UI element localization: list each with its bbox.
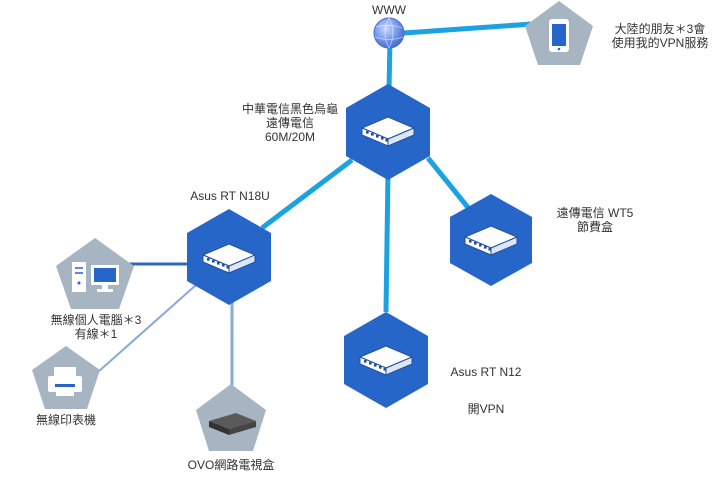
link-cht-n18u [260, 158, 354, 230]
vpn-friends-node[interactable] [525, 1, 593, 65]
wireless-pcs-label: 無線個人電腦＊3 有線＊1 [38, 313, 154, 341]
printer-label: 無線印表機 [35, 413, 96, 427]
www-node[interactable] [373, 17, 405, 49]
asus-n12-label: Asus RT N12 [450, 365, 522, 379]
fet-wt5-label: 遠傳電信 WT5 節費盒 [547, 206, 643, 234]
printer-node[interactable] [32, 346, 100, 409]
links [97, 21, 533, 385]
vpn-friends-label-line-1: 大陸的朋友＊3會 [614, 22, 706, 36]
wireless-pcs-label-line-1: 無線個人電腦＊3 [50, 313, 142, 327]
www-label: WWW [372, 3, 406, 17]
asus-n18u-node[interactable] [187, 209, 271, 305]
link-www-vpn-friends [403, 21, 533, 36]
fet-wt5-node[interactable] [450, 194, 532, 286]
ovo-box-label: OVO網路電視盒 [187, 458, 275, 472]
cht-router-label: 中華電信黑色烏龜 遠傳電信 60M/20M [240, 102, 340, 144]
cht-router-node[interactable] [346, 84, 430, 180]
smartphone-icon [549, 19, 569, 52]
link-cht-n12 [383, 171, 391, 313]
cht-router-label-line-3: 60M/20M [264, 130, 316, 144]
link-n18u-printer [97, 284, 197, 373]
cht-router-label-line-2: 遠傳電信 [265, 116, 314, 130]
desktop-computer-icon [72, 262, 119, 292]
vpn-friends-label-line-2: 使用我的VPN服務 [611, 36, 709, 50]
globe-icon [373, 17, 405, 49]
wireless-pcs-node[interactable] [56, 238, 134, 309]
set-top-box-icon [209, 413, 256, 435]
cht-router-label-line-1: 中華電信黑色烏龜 [241, 102, 338, 116]
printer-icon [48, 367, 82, 396]
asus-n18u-label: Asus RT N18U [190, 189, 270, 203]
vpn-friends-label: 大陸的朋友＊3會 使用我的VPN服務 [605, 22, 715, 50]
asus-n12-sublabel: 開VPN [467, 402, 505, 416]
ovo-box-node[interactable] [196, 384, 266, 451]
fet-wt5-label-line-1: 遠傳電信 WT5 [556, 206, 634, 220]
wireless-pcs-label-line-2: 有線＊1 [74, 327, 118, 341]
fet-wt5-label-line-2: 節費盒 [576, 220, 613, 234]
asus-n12-node[interactable] [344, 312, 428, 408]
link-cht-wt5 [426, 156, 472, 212]
